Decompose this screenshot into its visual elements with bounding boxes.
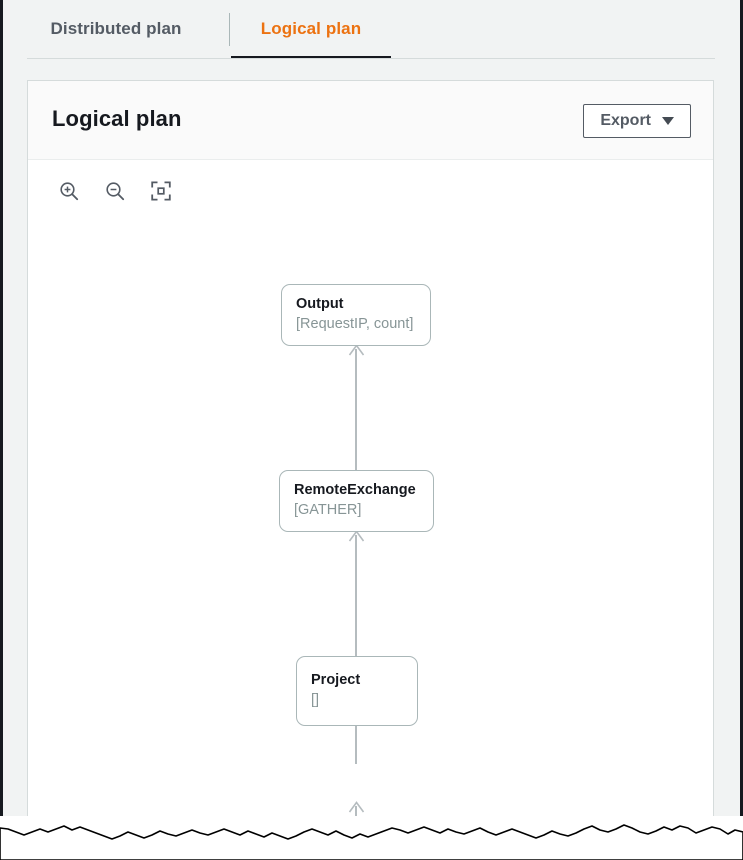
export-button[interactable]: Export — [583, 104, 691, 138]
tab-baseline — [27, 58, 715, 59]
chevron-down-icon — [662, 117, 674, 125]
plan-node-remoteexchange[interactable]: RemoteExchange [GATHER] — [279, 470, 434, 532]
plan-node-subtitle: [GATHER] — [294, 502, 362, 518]
plan-node-subtitle: [] — [311, 692, 320, 708]
zoom-out-icon[interactable] — [102, 178, 128, 204]
edge-line-aggregate-to-project — [355, 694, 357, 764]
export-button-label: Export — [600, 112, 651, 129]
edge-arrow-into-aggregate — [348, 800, 365, 813]
edge-line-remoteexchange-to-output — [355, 349, 357, 471]
plan-node-subtitle: [RequestIP, count] — [296, 316, 414, 332]
tab-logical-plan[interactable]: Logical plan — [260, 19, 362, 38]
plan-node-title: RemoteExchange — [294, 482, 416, 499]
zoom-controls — [56, 178, 174, 204]
tab-bar: Distributed plan Logical plan — [27, 0, 715, 61]
tab-separator — [229, 13, 230, 46]
logical-plan-card: Logical plan Export — [27, 80, 714, 838]
plan-node-title: Project — [311, 672, 361, 689]
card-header: Logical plan Export — [28, 81, 713, 160]
plan-node-title: Output — [296, 296, 344, 313]
graph-canvas[interactable]: Output [RequestIP, count] RemoteExchange… — [28, 160, 713, 838]
active-tab-underline — [231, 56, 391, 59]
edge-line-project-to-remoteexchange — [355, 535, 357, 657]
page-canvas: Distributed plan Logical plan Logical pl… — [0, 0, 743, 838]
page-title: Logical plan — [52, 106, 182, 131]
zoom-in-icon[interactable] — [56, 178, 82, 204]
plan-node-project[interactable]: Project [] — [296, 656, 418, 726]
tab-distributed-plan[interactable]: Distributed plan — [50, 19, 182, 38]
plan-node-output[interactable]: Output [RequestIP, count] — [281, 284, 431, 346]
fit-to-screen-icon[interactable] — [148, 178, 174, 204]
torn-paper-edge — [0, 816, 743, 860]
